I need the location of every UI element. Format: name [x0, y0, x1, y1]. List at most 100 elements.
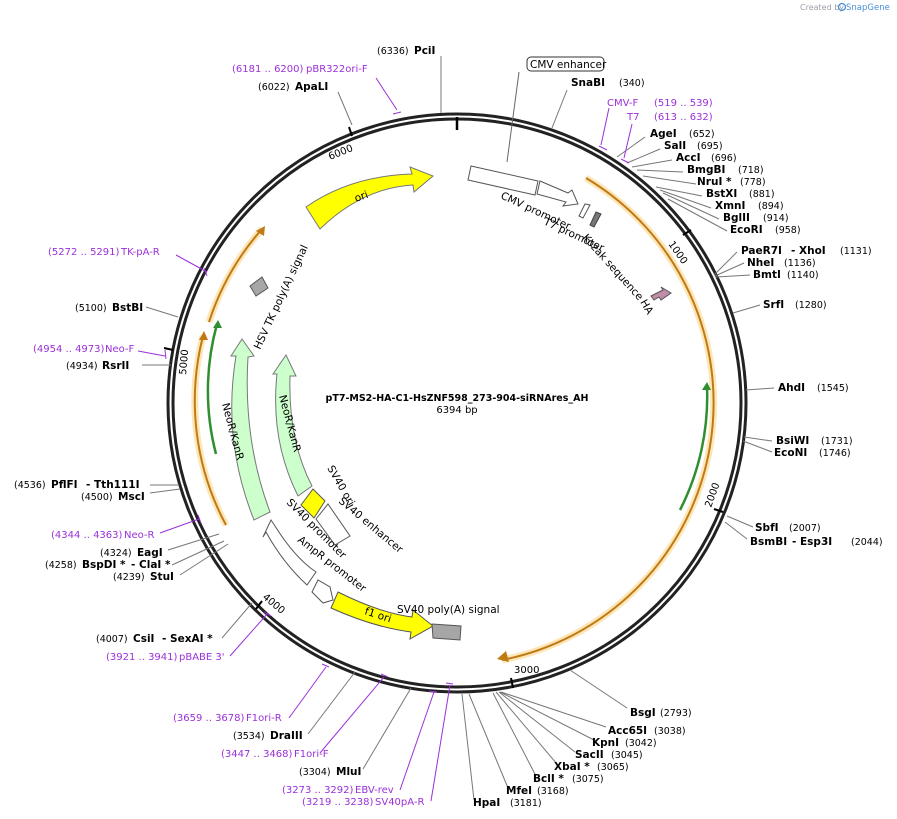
- tick-label-5000: 5000: [178, 349, 191, 375]
- enzyme-name: BglII: [723, 212, 750, 224]
- enzyme-pos: (3042): [625, 738, 657, 749]
- primer-range: (3921 .. 3941): [106, 652, 178, 663]
- enzyme-name: EcoNI: [774, 447, 807, 459]
- primer-name: TK-pA-R: [120, 247, 160, 258]
- enzyme-name: BspDI *: [82, 559, 126, 571]
- enzyme-name: PciI: [414, 45, 435, 57]
- enzyme-pos: (4007): [96, 634, 128, 645]
- hsv-tk-polya-label: HSV TK poly(A) signal: [252, 243, 311, 351]
- hsv-tk-polya-shape: [249, 276, 269, 297]
- primer-name: T7: [626, 112, 639, 123]
- enzyme-name: EcoRI: [730, 224, 763, 236]
- enzyme-pos: (881): [749, 189, 775, 200]
- ha-shape: [650, 286, 672, 301]
- enzyme-name: SalI: [664, 140, 686, 152]
- primer-range: (3447 .. 3468): [221, 749, 293, 760]
- enzyme-pos: (3181): [510, 798, 542, 809]
- enzyme-pos: (6022): [258, 82, 290, 93]
- sv40-polya-shape: [431, 623, 462, 641]
- enzyme-name: AhdI: [778, 382, 805, 394]
- primer-range: (519 .. 539): [654, 98, 713, 109]
- primer-name: F1ori-R: [246, 713, 282, 724]
- credit-brand: SnapGene: [846, 3, 890, 13]
- enzyme-pos: (4500): [81, 492, 113, 503]
- primer-name: SV40pA-R: [375, 797, 424, 808]
- primer-name: pBABE 3': [179, 652, 225, 663]
- primer-range: (3219 .. 3238): [302, 797, 374, 808]
- enzyme-name-alt: - XhoI: [791, 245, 826, 257]
- enzyme-pos: (4239): [113, 572, 145, 583]
- enzyme-name: SnaBI: [571, 77, 605, 89]
- tick-5000: [163, 347, 174, 351]
- ori-label: ori: [353, 189, 370, 205]
- kozak-label: Kozak sequence: [580, 232, 646, 303]
- enzyme-name: NheI: [747, 257, 774, 269]
- enzyme-name: RsrII: [102, 360, 129, 372]
- tick-4000: [255, 600, 263, 610]
- enzyme-name: MluI: [336, 766, 361, 778]
- enzyme-name: EagI: [137, 547, 163, 559]
- orf-main-arrowhead: [497, 651, 509, 662]
- enzyme-pos: (778): [740, 177, 766, 188]
- ampr-promoter-shape: [311, 579, 334, 604]
- backbone-outer: [166, 112, 748, 694]
- enzyme-name-alt: - Esp3I: [792, 536, 832, 548]
- enzyme-name: BsiWI: [776, 435, 809, 447]
- credit-prefix: Created by: [800, 3, 844, 12]
- tick-6000: [348, 126, 353, 137]
- enzyme-name: SrfI: [763, 299, 784, 311]
- enzyme-name: XmnI: [715, 200, 745, 212]
- primer-name: Neo-F: [105, 344, 135, 355]
- primer-range: (4344 .. 4363): [51, 530, 123, 541]
- enzyme-name: DraIII: [270, 730, 303, 742]
- enzyme-pos: (3065): [597, 762, 629, 773]
- enzyme-pos: (4934): [66, 361, 98, 372]
- enzyme-pos: (2007): [789, 523, 821, 534]
- enzyme-pos: (3168): [537, 786, 569, 797]
- enzyme-name: XbaI *: [554, 761, 590, 773]
- sv40-polya-label: SV40 poly(A) signal: [397, 604, 500, 616]
- sv40-ori-shape: [300, 488, 326, 519]
- orf-main: [501, 177, 715, 661]
- tick-label-3000: 3000: [514, 665, 539, 676]
- primer-range: (3273 .. 3292): [282, 785, 354, 796]
- tick-2000: [713, 508, 724, 513]
- enzyme-name: ApaLI: [295, 81, 328, 93]
- primer-leader-lines: [137, 77, 633, 802]
- orf-green-left: [206, 323, 219, 455]
- snapgene-logo-icon: [837, 2, 847, 12]
- enzyme-name: PaeR7I: [741, 245, 782, 257]
- enzyme-pos: (1746): [819, 448, 851, 459]
- enzyme-labels: (6336) PciI (6022) ApaLI SnaBI (340) Age…: [14, 45, 883, 809]
- enzyme-pos: (2044): [851, 537, 883, 548]
- enzyme-name: NruI *: [697, 176, 732, 188]
- plasmid-name: pT7-MS2-HA-C1-HsZNF598_273-904-siRNAres_…: [326, 393, 589, 404]
- enzyme-pos: (894): [758, 201, 784, 212]
- kozak-shape-2: [589, 211, 602, 228]
- orf-green-left-arrowhead: [213, 320, 222, 328]
- sv40-enhancer-label: SV40 enhancer: [336, 495, 405, 556]
- primer-labels: (6181 .. 6200) pBR322ori-F CMV-F (519 ..…: [33, 64, 713, 808]
- enzyme-name: MscI: [118, 491, 145, 503]
- enzyme-name: StuI: [150, 571, 174, 583]
- enzyme-pos: (1731): [821, 436, 853, 447]
- orf-left: [193, 335, 227, 526]
- enzyme-name: Acc65I: [608, 725, 647, 737]
- orf-green-right: [678, 385, 709, 511]
- enzyme-name: KpnI: [592, 737, 619, 749]
- cmv-promoter-shape: [467, 165, 539, 196]
- enzyme-name: BstXI: [706, 188, 737, 200]
- primer-range: (3659 .. 3678): [173, 713, 245, 724]
- primer-name: Neo-R: [124, 530, 155, 541]
- t7-promoter-shape: [536, 180, 579, 207]
- tick-1000: [682, 229, 692, 236]
- enzyme-pos: (958): [775, 225, 801, 236]
- ha-label: HA: [637, 298, 655, 318]
- enzyme-pos: (3304): [299, 767, 331, 778]
- enzyme-pos: (696): [711, 153, 737, 164]
- primer-range: (613 .. 632): [654, 112, 713, 123]
- enzyme-pos: (340): [619, 78, 645, 89]
- sv40-promoter-shape: [262, 518, 317, 586]
- enzyme-name: MfeI: [506, 785, 532, 797]
